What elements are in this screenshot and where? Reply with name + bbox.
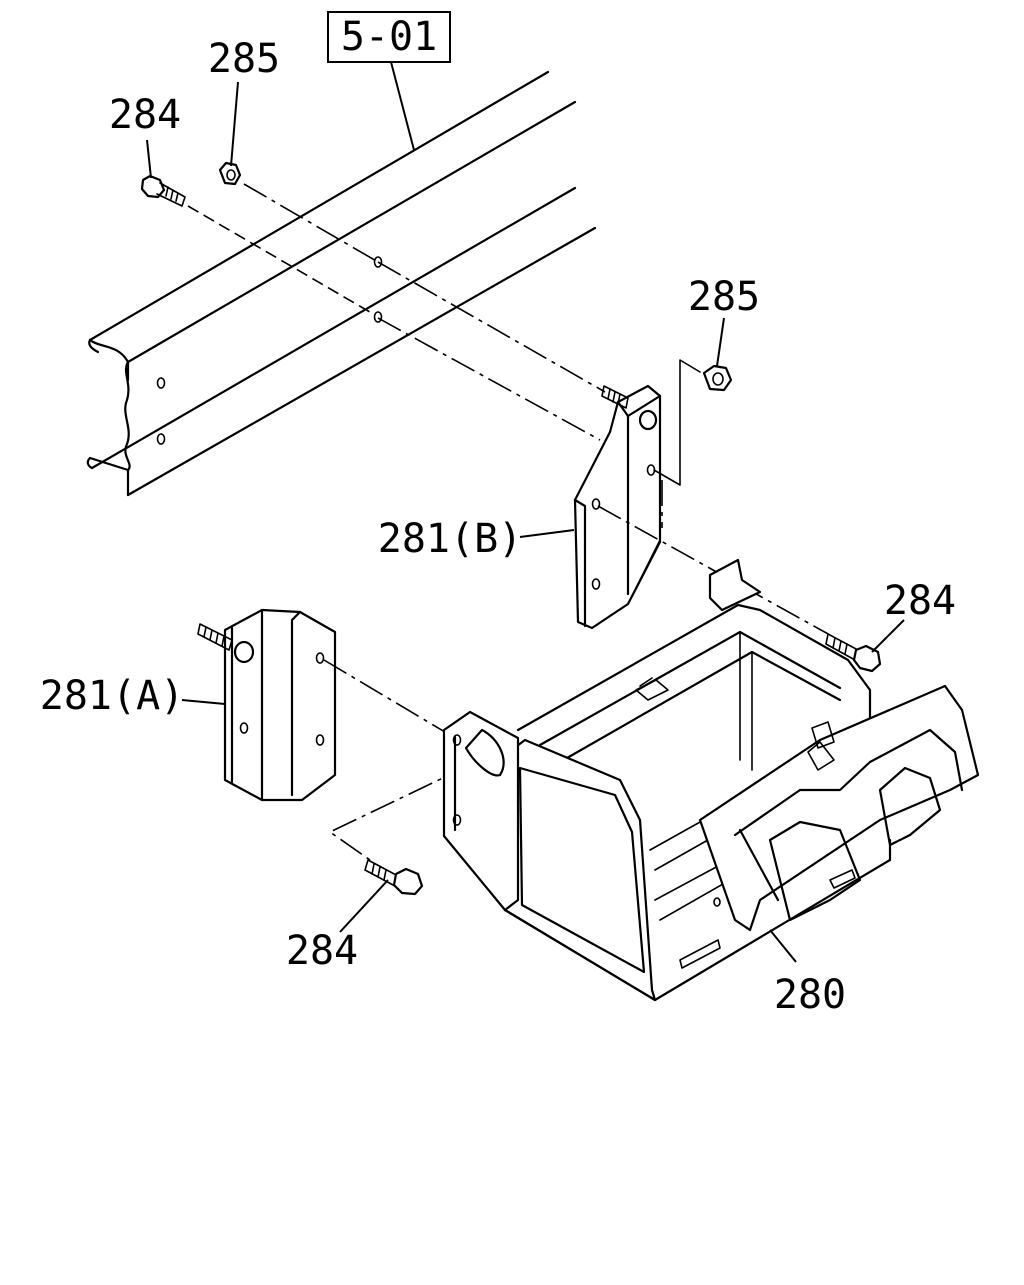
callout-284-top[interactable]: 284	[109, 92, 181, 138]
leader-281b	[519, 529, 575, 538]
nut-285-top[interactable]	[218, 161, 242, 186]
bolt-284-bottom[interactable]	[364, 859, 424, 896]
bolt-284-top[interactable]	[140, 174, 186, 207]
leader-281a	[181, 699, 226, 705]
leader-285-top	[230, 81, 239, 167]
bracket-b-edge	[631, 539, 661, 597]
centerline-nut-top	[243, 183, 379, 263]
centerline-bolt-top-to-bracket	[377, 317, 601, 441]
centerline-nut-top-to-bracket	[377, 261, 606, 393]
bolt-284-right[interactable]	[825, 633, 882, 673]
leader-284-right	[871, 619, 905, 653]
callout-285-top[interactable]: 285	[208, 36, 280, 82]
callout-284-bottom[interactable]: 284	[286, 928, 358, 974]
callout-280[interactable]: 280	[774, 972, 846, 1018]
reference-box[interactable]: 5-01	[327, 11, 451, 63]
callout-281b[interactable]: 281(B)	[378, 516, 523, 562]
leader-285-right	[716, 317, 725, 367]
reference-leader-line	[390, 61, 415, 151]
leader-284-bottom	[339, 879, 389, 933]
reference-box-label: 5-01	[341, 14, 437, 60]
leader-284-top	[146, 139, 152, 179]
bracket-281b[interactable]	[573, 384, 662, 630]
leader-280	[769, 929, 797, 963]
centerline-bracket-a	[323, 659, 451, 736]
bracket-281a[interactable]	[197, 608, 337, 802]
callout-284-right[interactable]: 284	[884, 578, 956, 624]
callout-281a[interactable]: 281(A)	[40, 673, 185, 719]
centerline-nut-right	[653, 359, 701, 486]
callout-285-right[interactable]: 285	[688, 274, 760, 320]
frame-rail	[86, 70, 597, 497]
battery-box-280[interactable]	[442, 558, 980, 1002]
centerline-bolt-top	[187, 205, 376, 316]
centerline-bolt-bottom	[328, 764, 471, 861]
nut-285-right[interactable]	[702, 364, 733, 392]
